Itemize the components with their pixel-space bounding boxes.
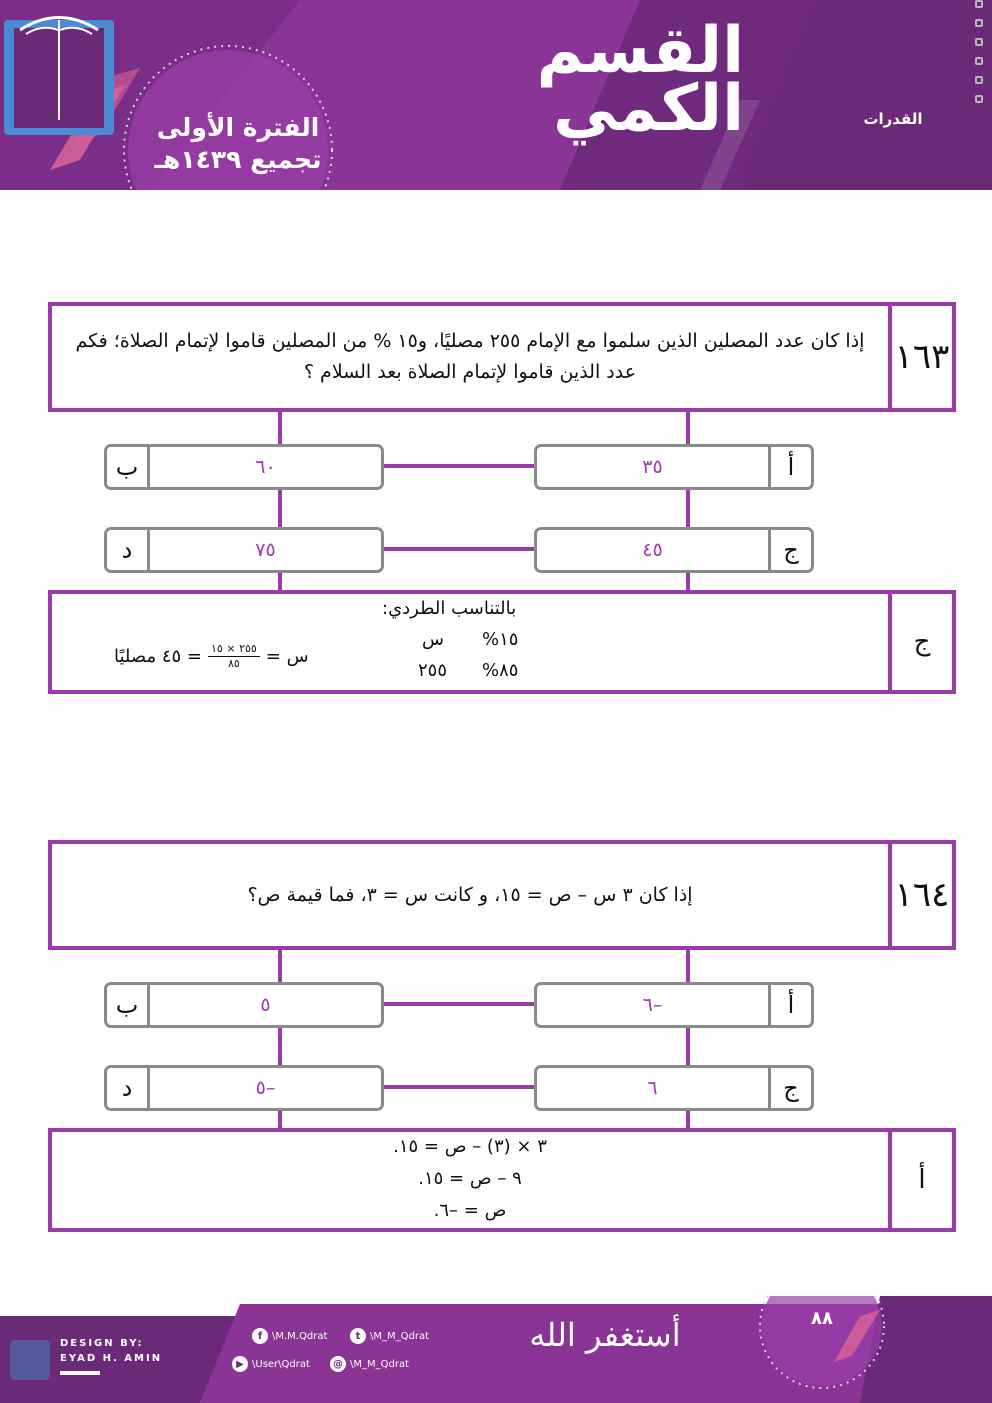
solution-heading: بالتناسب الطردي:: [382, 598, 517, 619]
design-credit: DESIGN BY: EYAD H. AMIN: [60, 1336, 162, 1366]
youtube-handle: \User\Qdrat: [252, 1358, 310, 1370]
option-d[interactable]: د –٥: [104, 1065, 384, 1111]
answer-letter: ج: [888, 594, 952, 690]
option-value: ٦: [647, 1077, 658, 1099]
facebook-icon: f: [252, 1328, 268, 1344]
connector-line: [382, 1002, 534, 1006]
solution-line-2: ٩ – ص = ١٥.: [418, 1168, 522, 1189]
solution-pct-1: ١٥%: [482, 629, 519, 650]
page-number: ٨٨: [811, 1308, 833, 1329]
fraction-numerator: ٢٥٥ × ١٥: [208, 642, 260, 657]
answer-letter: أ: [888, 1132, 952, 1228]
period-label: الفترة الأولى تجميع ١٤٣٩هـ: [138, 112, 338, 176]
solution-val-1: س: [422, 629, 444, 650]
connector-line: [686, 412, 690, 590]
option-letter: ج: [768, 530, 811, 570]
option-value: ٧٥: [255, 539, 276, 561]
option-d[interactable]: د ٧٥: [104, 527, 384, 573]
page-footer: DESIGN BY: EYAD H. AMIN f \M.M.Qdrat t \…: [0, 1296, 992, 1403]
answer-box: ج بالتناسب الطردي: ١٥% س ٨٥% ٢٥٥ س = ٢٥٥…: [48, 590, 956, 694]
equation-rhs: = ٤٥ مصليًا: [114, 646, 203, 667]
title-line-1: القسم: [536, 14, 744, 88]
question-text: إذا كان ٣ س – ص = ١٥، و كانت س = ٣، فما …: [247, 883, 693, 906]
istighfar-calligraphy: أستغفر الله: [529, 1316, 681, 1354]
connector-line: [278, 950, 282, 1128]
at-icon: @: [330, 1356, 346, 1372]
option-value: –٦: [642, 994, 663, 1016]
option-value: ٥: [260, 994, 271, 1016]
fraction-denominator: ٨٥: [227, 657, 240, 670]
other-handle: \M_M_Qdrat: [350, 1358, 410, 1370]
option-value: ٤٥: [642, 539, 663, 561]
option-b[interactable]: ب ٥: [104, 982, 384, 1028]
option-letter: أ: [768, 985, 811, 1025]
question-box: ١٦٤ إذا كان ٣ س – ص = ١٥، و كانت س = ٣، …: [48, 840, 956, 950]
option-c[interactable]: ٤٥ ج: [534, 527, 814, 573]
title-line-2: الكمي: [553, 72, 744, 146]
connector-line: [278, 412, 282, 590]
option-value: –٥: [255, 1077, 276, 1099]
facebook-link[interactable]: f \M.M.Qdrat: [252, 1328, 327, 1344]
period-line-1: الفترة الأولى: [156, 113, 320, 142]
option-letter: ج: [768, 1068, 811, 1108]
equation-lhs: س =: [265, 646, 309, 667]
design-by-label: DESIGN BY:: [60, 1338, 144, 1349]
twitter-icon: t: [350, 1328, 366, 1344]
solution-line-1: ٣ × (٣) – ص = ١٥.: [393, 1136, 547, 1157]
question-block-164: ١٦٤ إذا كان ٣ س – ص = ١٥، و كانت س = ٣، …: [48, 840, 956, 1232]
solution-equation: س = ٢٥٥ × ١٥ ٨٥ = ٤٥ مصليًا: [114, 642, 309, 671]
option-letter: ب: [107, 447, 150, 487]
solution-val-2: ٢٥٥: [418, 660, 448, 681]
twitter-handle: \M_M_Qdrat: [370, 1330, 430, 1342]
youtube-link[interactable]: ▶ \User\Qdrat: [232, 1356, 310, 1372]
option-letter: ب: [107, 985, 150, 1025]
page-header: القسم الكمي الفترة الأولى تجميع ١٤٣٩هـ ا…: [0, 0, 992, 190]
question-number: ١٦٣: [888, 306, 952, 408]
solution-line-3: ص = –٦.: [433, 1200, 507, 1221]
footer-background: [0, 1296, 992, 1403]
solution-pct-2: ٨٥%: [482, 660, 519, 681]
question-number: ١٦٤: [888, 844, 952, 946]
option-a[interactable]: –٦ أ: [534, 982, 814, 1028]
option-c[interactable]: ٦ ج: [534, 1065, 814, 1111]
youtube-icon: ▶: [232, 1356, 248, 1372]
twitter-link[interactable]: t \M_M_Qdrat: [350, 1328, 429, 1344]
question-text: إذا كان عدد المصلين الذين سلموا مع الإما…: [75, 330, 865, 383]
option-b[interactable]: ب ٦٠: [104, 444, 384, 490]
other-social-link[interactable]: @ \M_M_Qdrat: [330, 1356, 409, 1372]
question-block-163: ١٦٣ إذا كان عدد المصلين الذين سلموا مع ا…: [48, 302, 956, 694]
option-a[interactable]: ٣٥ أ: [534, 444, 814, 490]
question-box: ١٦٣ إذا كان عدد المصلين الذين سلموا مع ا…: [48, 302, 956, 412]
connector-line: [382, 547, 534, 551]
logo-text: القدرات: [863, 110, 923, 128]
connector-line: [382, 464, 534, 468]
period-line-2: تجميع ١٤٣٩هـ: [154, 145, 322, 174]
option-value: ٣٥: [642, 456, 663, 478]
option-letter: أ: [768, 447, 811, 487]
side-dots: [975, 0, 987, 114]
section-title: القسم الكمي: [384, 14, 744, 146]
answer-box: أ ٣ × (٣) – ص = ١٥. ٩ – ص = ١٥. ص = –٦.: [48, 1128, 956, 1232]
equation-fraction: ٢٥٥ × ١٥ ٨٥: [208, 642, 260, 671]
option-letter: د: [107, 530, 150, 570]
option-letter: د: [107, 1068, 150, 1108]
connector-line: [382, 1085, 534, 1089]
designer-name: EYAD H. AMIN: [60, 1353, 163, 1364]
facebook-handle: \M.M.Qdrat: [272, 1330, 328, 1342]
option-value: ٦٠: [255, 456, 276, 478]
book-logo-icon: [4, 16, 114, 135]
connector-line: [686, 950, 690, 1128]
